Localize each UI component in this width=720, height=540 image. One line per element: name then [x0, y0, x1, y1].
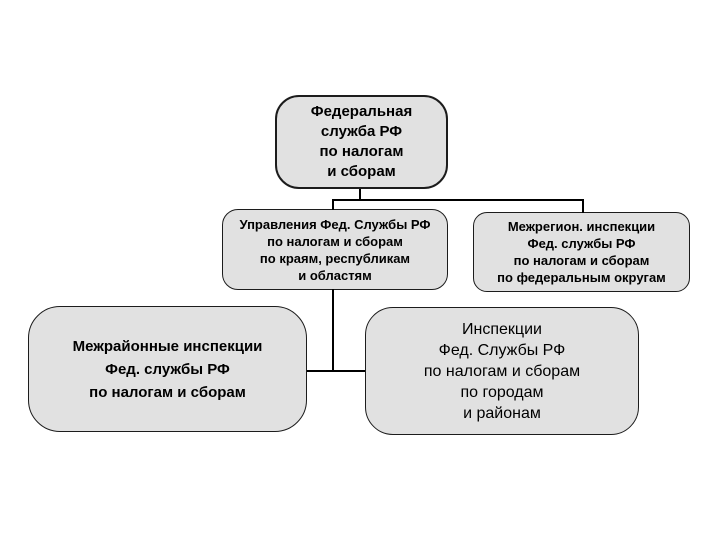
- box-text-line: и районам: [463, 404, 541, 422]
- box-text-line: и сборам: [327, 163, 396, 180]
- box-text-line: по федеральным округам: [497, 270, 666, 285]
- box-text-line: и областям: [298, 267, 372, 283]
- box-text-line: по налогам и сборам: [423, 362, 581, 380]
- box-federal-tax-service: Федеральная служба РФ по налогам и сбора…: [275, 95, 448, 189]
- box-text-line: по городам: [460, 383, 544, 401]
- box-text-line: Межрегион. инспекции: [507, 219, 656, 234]
- connector-branch-horizontal: [332, 199, 584, 201]
- box-text-line: Фед. службы РФ: [527, 236, 636, 251]
- box-text-line: Фед. Службы РФ: [438, 341, 566, 359]
- connector-drop-to-departments: [332, 200, 334, 210]
- connector-departments-to-bottom: [332, 289, 334, 372]
- connector-bottom-horizontal: [307, 370, 365, 372]
- box-interregional-inspections: Межрегион. инспекции Фед. службы РФ по н…: [473, 212, 690, 292]
- box-interdistrict-inspections: Межрайонные инспекции Фед. службы РФ по …: [28, 306, 307, 432]
- connector-drop-to-interregional: [582, 200, 584, 213]
- box-text-line: Межрайонные инспекции: [72, 337, 263, 355]
- box-text-line: Инспекции: [462, 320, 542, 338]
- box-text-line: по налогам и сборам: [89, 383, 246, 401]
- box-text-line: Фед. службы РФ: [105, 360, 230, 378]
- box-city-district-inspections: Инспекции Фед. Службы РФ по налогам и сб…: [365, 307, 639, 435]
- box-text-line: Управления Фед. Службы РФ: [239, 216, 431, 232]
- box-regional-departments: Управления Фед. Службы РФ по налогам и с…: [222, 209, 448, 290]
- box-text-line: служба РФ: [320, 123, 403, 140]
- box-text-line: по краям, республикам: [259, 250, 411, 266]
- box-text-line: по налогам: [319, 143, 404, 160]
- connector-federal-to-branch: [359, 189, 361, 201]
- box-text-line: по налогам и сборам: [513, 253, 650, 268]
- box-text-line: Федеральная: [310, 103, 413, 120]
- box-text-line: по налогам и сборам: [267, 233, 403, 249]
